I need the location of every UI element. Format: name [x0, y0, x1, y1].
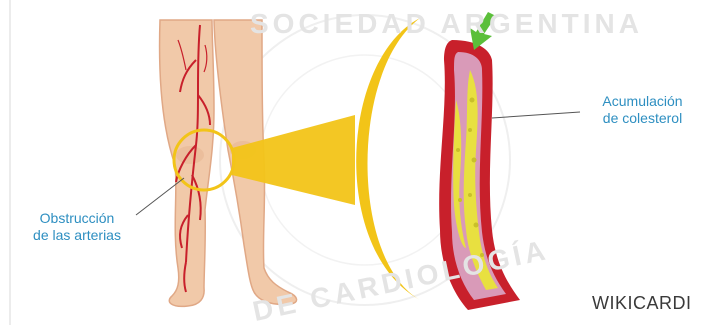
left-knee — [176, 146, 204, 164]
cholesterol-leader-line — [492, 112, 580, 118]
obstruction-label: Obstrucción de las arterias — [12, 210, 142, 244]
wikicardi-logo: WIKICARDI — [592, 293, 692, 314]
watermark-text-top: SOCIEDAD ARGENTINA — [250, 8, 643, 40]
magnified-arc — [356, 18, 420, 300]
cholesterol-label: Acumulación de colesterol — [575, 93, 710, 127]
